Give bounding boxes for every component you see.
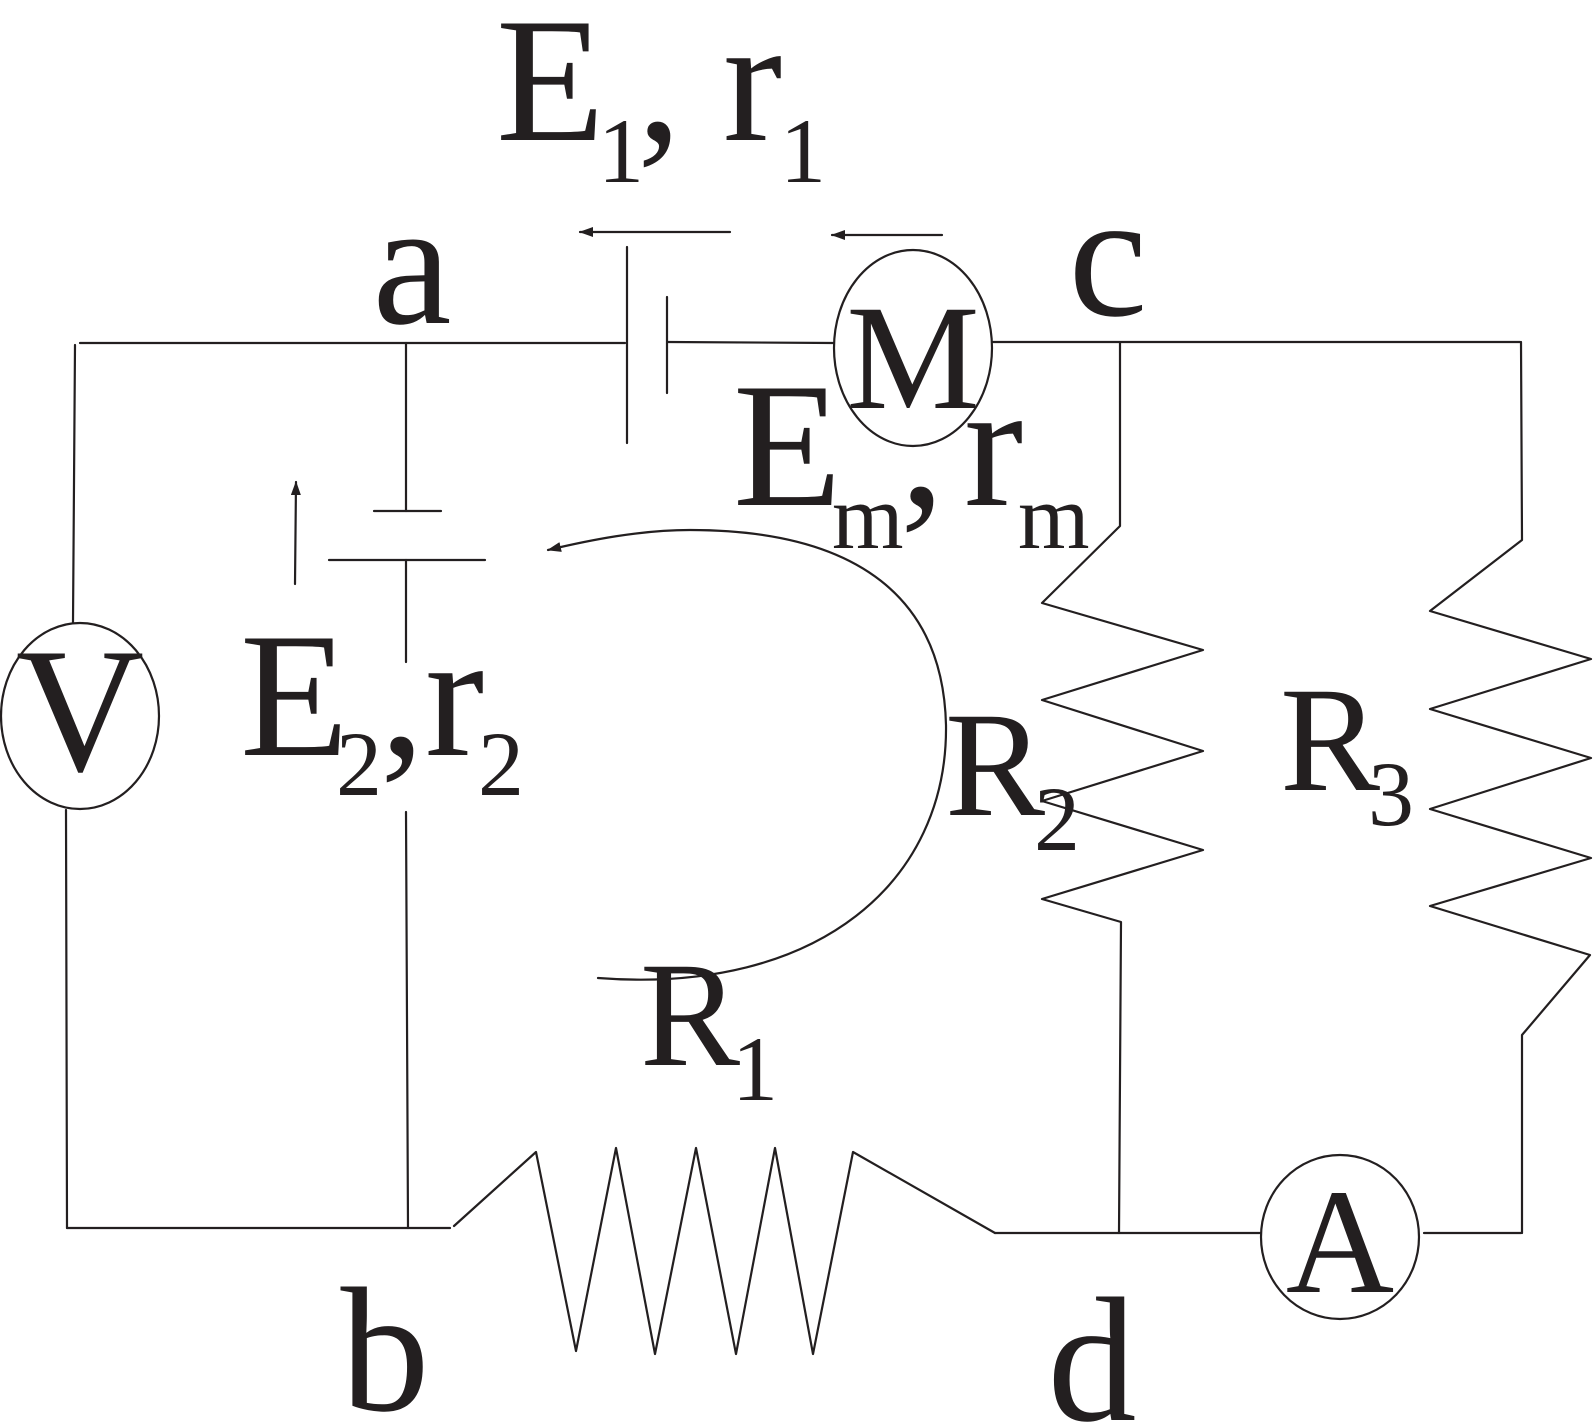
voltmeter: V xyxy=(0,611,161,811)
rm-main: r xyxy=(964,346,1023,544)
r2-sub: 2 xyxy=(478,713,524,815)
label-e2-r2: E 2 , r 2 xyxy=(240,596,524,815)
e1-main: E xyxy=(496,0,605,179)
r2-label-main: R xyxy=(945,682,1045,848)
ammeter-label: A xyxy=(1286,1159,1394,1325)
e2-main: E xyxy=(240,596,349,794)
label-em-rm: E m , r m xyxy=(733,346,1090,568)
rm-sub: m xyxy=(1018,466,1090,568)
r1-sub: 1 xyxy=(780,100,826,202)
e1-comma: , xyxy=(637,0,682,179)
resistor-r1 xyxy=(452,1146,1523,1356)
node-a-label: a xyxy=(372,164,451,362)
r2-main: r xyxy=(425,596,484,794)
em-comma: , xyxy=(900,346,945,544)
e1-sub: 1 xyxy=(598,100,644,202)
loop-arrow xyxy=(546,528,948,981)
r1-label-main: R xyxy=(640,932,740,1098)
top-wire xyxy=(78,340,1522,345)
e2-sub: 2 xyxy=(336,713,382,815)
ammeter: A xyxy=(1259,1153,1421,1325)
motor-label: M xyxy=(846,275,979,441)
battery-e1 xyxy=(625,245,669,445)
label-r2: R 2 xyxy=(945,682,1080,870)
arrow-e2 xyxy=(290,480,301,586)
node-d-label: d xyxy=(1048,1261,1137,1426)
label-r1: R 1 xyxy=(640,932,778,1120)
node-b-label: b xyxy=(341,1251,430,1426)
label-e1-r1: E 1 , r 1 xyxy=(496,0,826,202)
em-main: E xyxy=(733,346,842,544)
motor: M xyxy=(832,248,994,448)
r1-main: r xyxy=(723,0,782,179)
r1-label-sub: 1 xyxy=(732,1018,778,1120)
branch-ab xyxy=(327,341,487,1230)
em-sub: m xyxy=(832,466,904,568)
voltmeter-branch xyxy=(64,343,452,1230)
e2-comma: , xyxy=(380,596,425,794)
r3-label-sub: 3 xyxy=(1368,743,1414,845)
resistor-r3 xyxy=(1428,340,1593,1235)
resistor-r2 xyxy=(1040,341,1205,1235)
node-c-label: c xyxy=(1068,156,1147,354)
voltmeter-label: V xyxy=(16,611,145,809)
r3-label-main: R xyxy=(1280,657,1380,823)
label-r3: R 3 xyxy=(1280,657,1414,845)
r2-label-sub: 2 xyxy=(1034,768,1080,870)
